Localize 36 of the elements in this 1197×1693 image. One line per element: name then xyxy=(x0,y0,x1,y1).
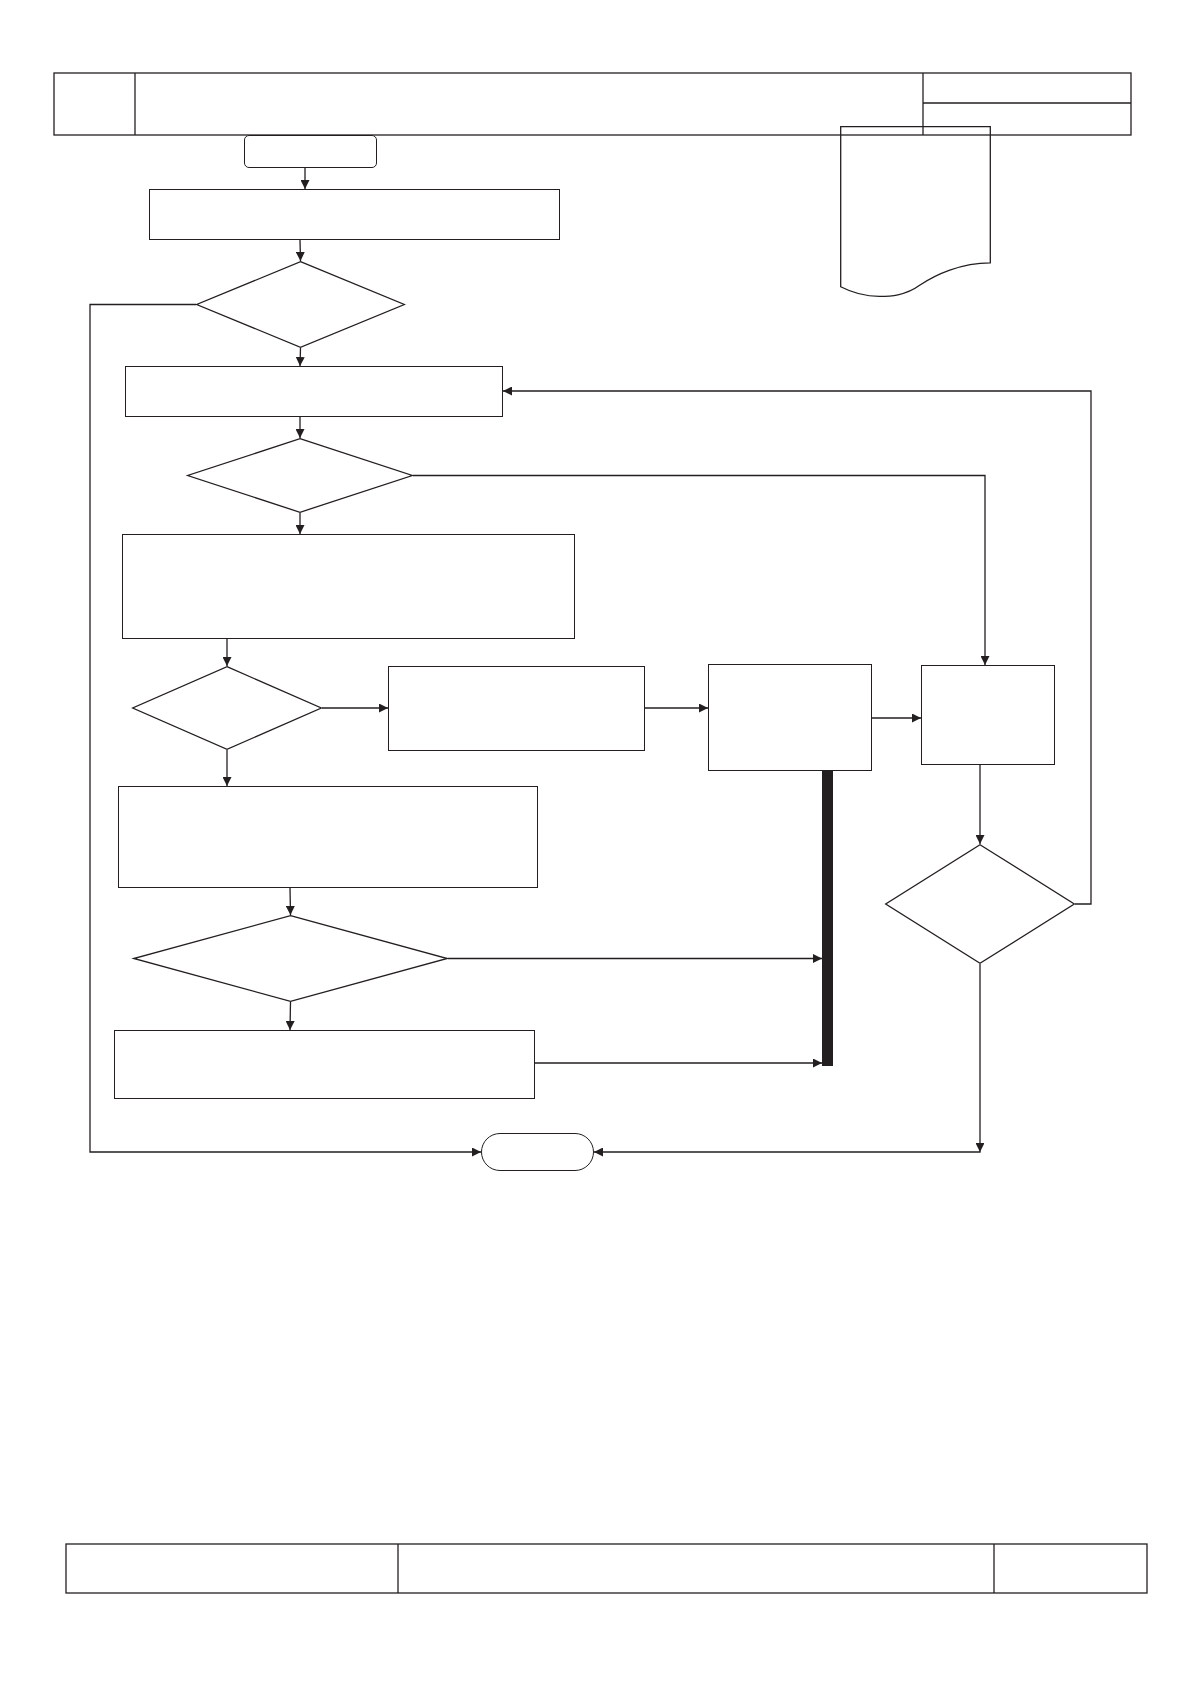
process-box xyxy=(388,666,645,751)
process-box xyxy=(708,664,872,771)
arrow xyxy=(295,347,305,367)
arrow xyxy=(300,167,310,190)
arrow xyxy=(321,703,389,713)
arrow xyxy=(975,764,985,845)
terminal-shape xyxy=(244,135,377,168)
arrow xyxy=(295,512,305,535)
decision-diamond xyxy=(132,666,322,750)
arrow xyxy=(89,303,482,1157)
decision-diamond xyxy=(187,438,413,513)
decision-diamond xyxy=(885,844,1075,964)
arrow xyxy=(285,887,295,916)
arrow xyxy=(222,749,232,787)
decision-diamond xyxy=(196,261,405,348)
decision-diamond xyxy=(133,915,448,1002)
document-shape xyxy=(840,126,991,297)
process-box xyxy=(921,665,1055,765)
arrow xyxy=(644,703,709,713)
arrow xyxy=(222,638,232,667)
process-box xyxy=(125,366,503,417)
arrow xyxy=(593,963,984,1157)
process-box xyxy=(122,534,575,639)
process-box xyxy=(149,189,560,240)
arrow xyxy=(871,713,922,723)
process-box xyxy=(114,1030,535,1099)
junction-bar xyxy=(822,771,833,1066)
terminal-shape xyxy=(481,1133,594,1171)
arrow xyxy=(295,416,305,439)
arrow xyxy=(285,1001,295,1031)
process-box xyxy=(118,786,538,888)
arrow xyxy=(412,474,990,666)
arrow xyxy=(502,386,1092,905)
arrow xyxy=(447,954,823,963)
arrow xyxy=(295,239,305,262)
arrow xyxy=(534,1058,823,1068)
